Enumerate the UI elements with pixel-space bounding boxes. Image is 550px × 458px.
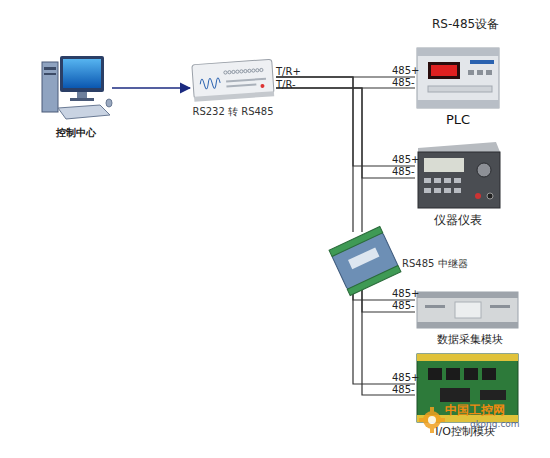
device-label: 控制中心 <box>56 127 96 138</box>
device-label: RS485 中继器 <box>402 258 468 269</box>
group-heading: RS-485设备 <box>432 18 499 31</box>
pin-name: 485+ <box>392 154 419 165</box>
device-label: RS232 转 RS485 <box>192 106 273 117</box>
device-label: 数据采集模块 <box>437 334 503 346</box>
pin-name: 485- <box>392 166 415 177</box>
pin-name: 485+ <box>392 65 419 76</box>
bus-wire <box>276 77 415 88</box>
repeater-illustration <box>329 227 401 296</box>
module-node: 数据采集模块 <box>415 290 520 330</box>
computer-illustration <box>42 56 112 119</box>
serial-arrow <box>112 87 190 89</box>
pin-name: 485- <box>392 384 415 395</box>
signal-name: T/R- <box>276 79 296 90</box>
computer-node: 控制中心 <box>40 55 112 125</box>
device-label: PLC <box>446 113 470 127</box>
io-board-illustration <box>417 354 518 422</box>
repeater-node: RS485 中继器 <box>332 232 398 290</box>
converter-illustration <box>192 59 274 101</box>
plc-node: PLC <box>415 45 501 110</box>
bus-wire <box>276 77 362 232</box>
meter-node: 仪器仪表 <box>415 140 501 210</box>
pin-name: 485+ <box>392 288 419 299</box>
plc-illustration <box>417 48 499 108</box>
watermark-text: gkong.com <box>470 420 520 430</box>
module-illustration <box>417 292 518 328</box>
pin-name: 485- <box>392 300 415 311</box>
pin-name: 485+ <box>392 372 419 383</box>
watermark-text: 中国工控网 <box>445 404 505 417</box>
pin-name: 485- <box>392 77 415 88</box>
device-label: 仪器仪表 <box>434 214 482 227</box>
signal-name: T/R+ <box>276 66 301 77</box>
meter-illustration <box>418 142 500 208</box>
converter-node: RS232 转 RS485 <box>190 56 276 102</box>
